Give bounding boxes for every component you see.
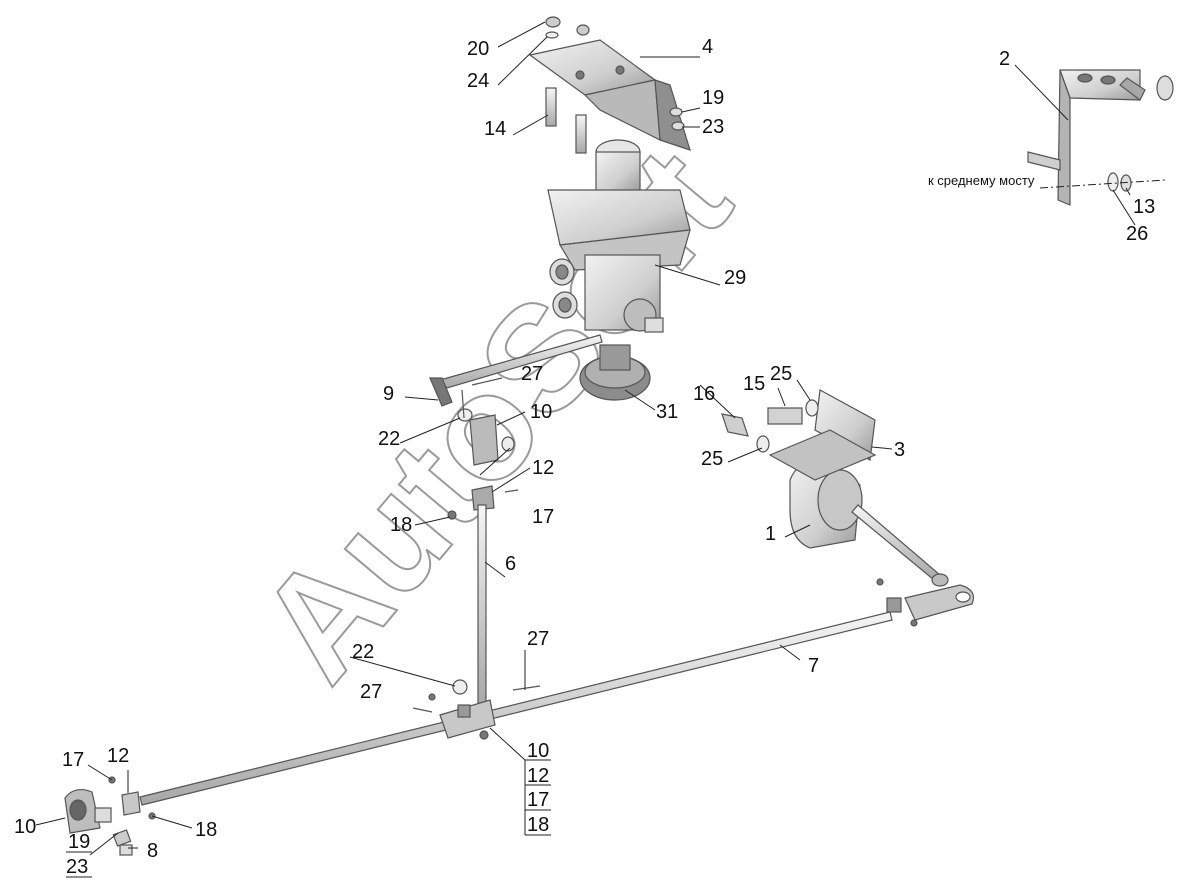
label-29: 29 xyxy=(724,267,746,289)
diaphragm-31 xyxy=(579,344,651,401)
label-25: 25 xyxy=(770,363,792,385)
rod-6 xyxy=(477,504,487,706)
lever-9 xyxy=(429,334,603,407)
rod-end-right xyxy=(876,578,975,627)
label-3: 3 xyxy=(894,439,905,461)
label-12: 12 xyxy=(532,457,554,479)
valve-29 xyxy=(547,139,691,333)
label-24: 24 xyxy=(467,70,489,92)
label-16: 16 xyxy=(693,383,715,405)
bracket-3 xyxy=(721,389,877,481)
label-14: 14 xyxy=(484,118,506,140)
label-1: 1 xyxy=(765,523,776,545)
label-27: 27 xyxy=(360,681,382,703)
label-22: 22 xyxy=(378,428,400,450)
label-19: 19 xyxy=(702,87,724,109)
label-15: 15 xyxy=(743,373,765,395)
label-13: 13 xyxy=(1133,196,1155,218)
end-assembly-left xyxy=(64,776,156,856)
label-23: 23 xyxy=(66,856,88,878)
label-18: 18 xyxy=(527,814,549,836)
label-2: 2 xyxy=(999,48,1010,70)
leader-lines xyxy=(35,21,1136,856)
label-23: 23 xyxy=(702,116,724,138)
label-27: 27 xyxy=(521,363,543,385)
label-10: 10 xyxy=(14,816,36,838)
rod-7 xyxy=(139,611,893,806)
label-6: 6 xyxy=(505,553,516,575)
bracket-2 xyxy=(1027,69,1174,206)
joint-lower-middle xyxy=(412,679,541,740)
label-10: 10 xyxy=(527,740,549,762)
label-12: 12 xyxy=(527,765,549,787)
label-27: 27 xyxy=(527,628,549,650)
label-12: 12 xyxy=(107,745,129,767)
label-26: 26 xyxy=(1126,223,1148,245)
label-9: 9 xyxy=(383,383,394,405)
label-7: 7 xyxy=(808,655,819,677)
label-18: 18 xyxy=(195,819,217,841)
link-assembly-upper xyxy=(447,377,519,520)
label-18: 18 xyxy=(390,514,412,536)
callout-labels: 20 24 4 19 23 14 29 31 9 27 22 10 12 17 … xyxy=(14,36,1155,878)
label-17: 17 xyxy=(532,506,554,528)
label-31: 31 xyxy=(656,401,678,423)
label-20: 20 xyxy=(467,38,489,60)
label-8: 8 xyxy=(147,840,158,862)
label-4: 4 xyxy=(702,36,713,58)
bracket-4 xyxy=(528,16,691,154)
label-10: 10 xyxy=(530,401,552,423)
label-19: 19 xyxy=(68,831,90,853)
label-22: 22 xyxy=(352,641,374,663)
label-17: 17 xyxy=(527,789,549,811)
label-17: 17 xyxy=(62,749,84,771)
label-25: 25 xyxy=(701,448,723,470)
note-to-middle-axle: к среднему мосту xyxy=(928,173,1035,188)
